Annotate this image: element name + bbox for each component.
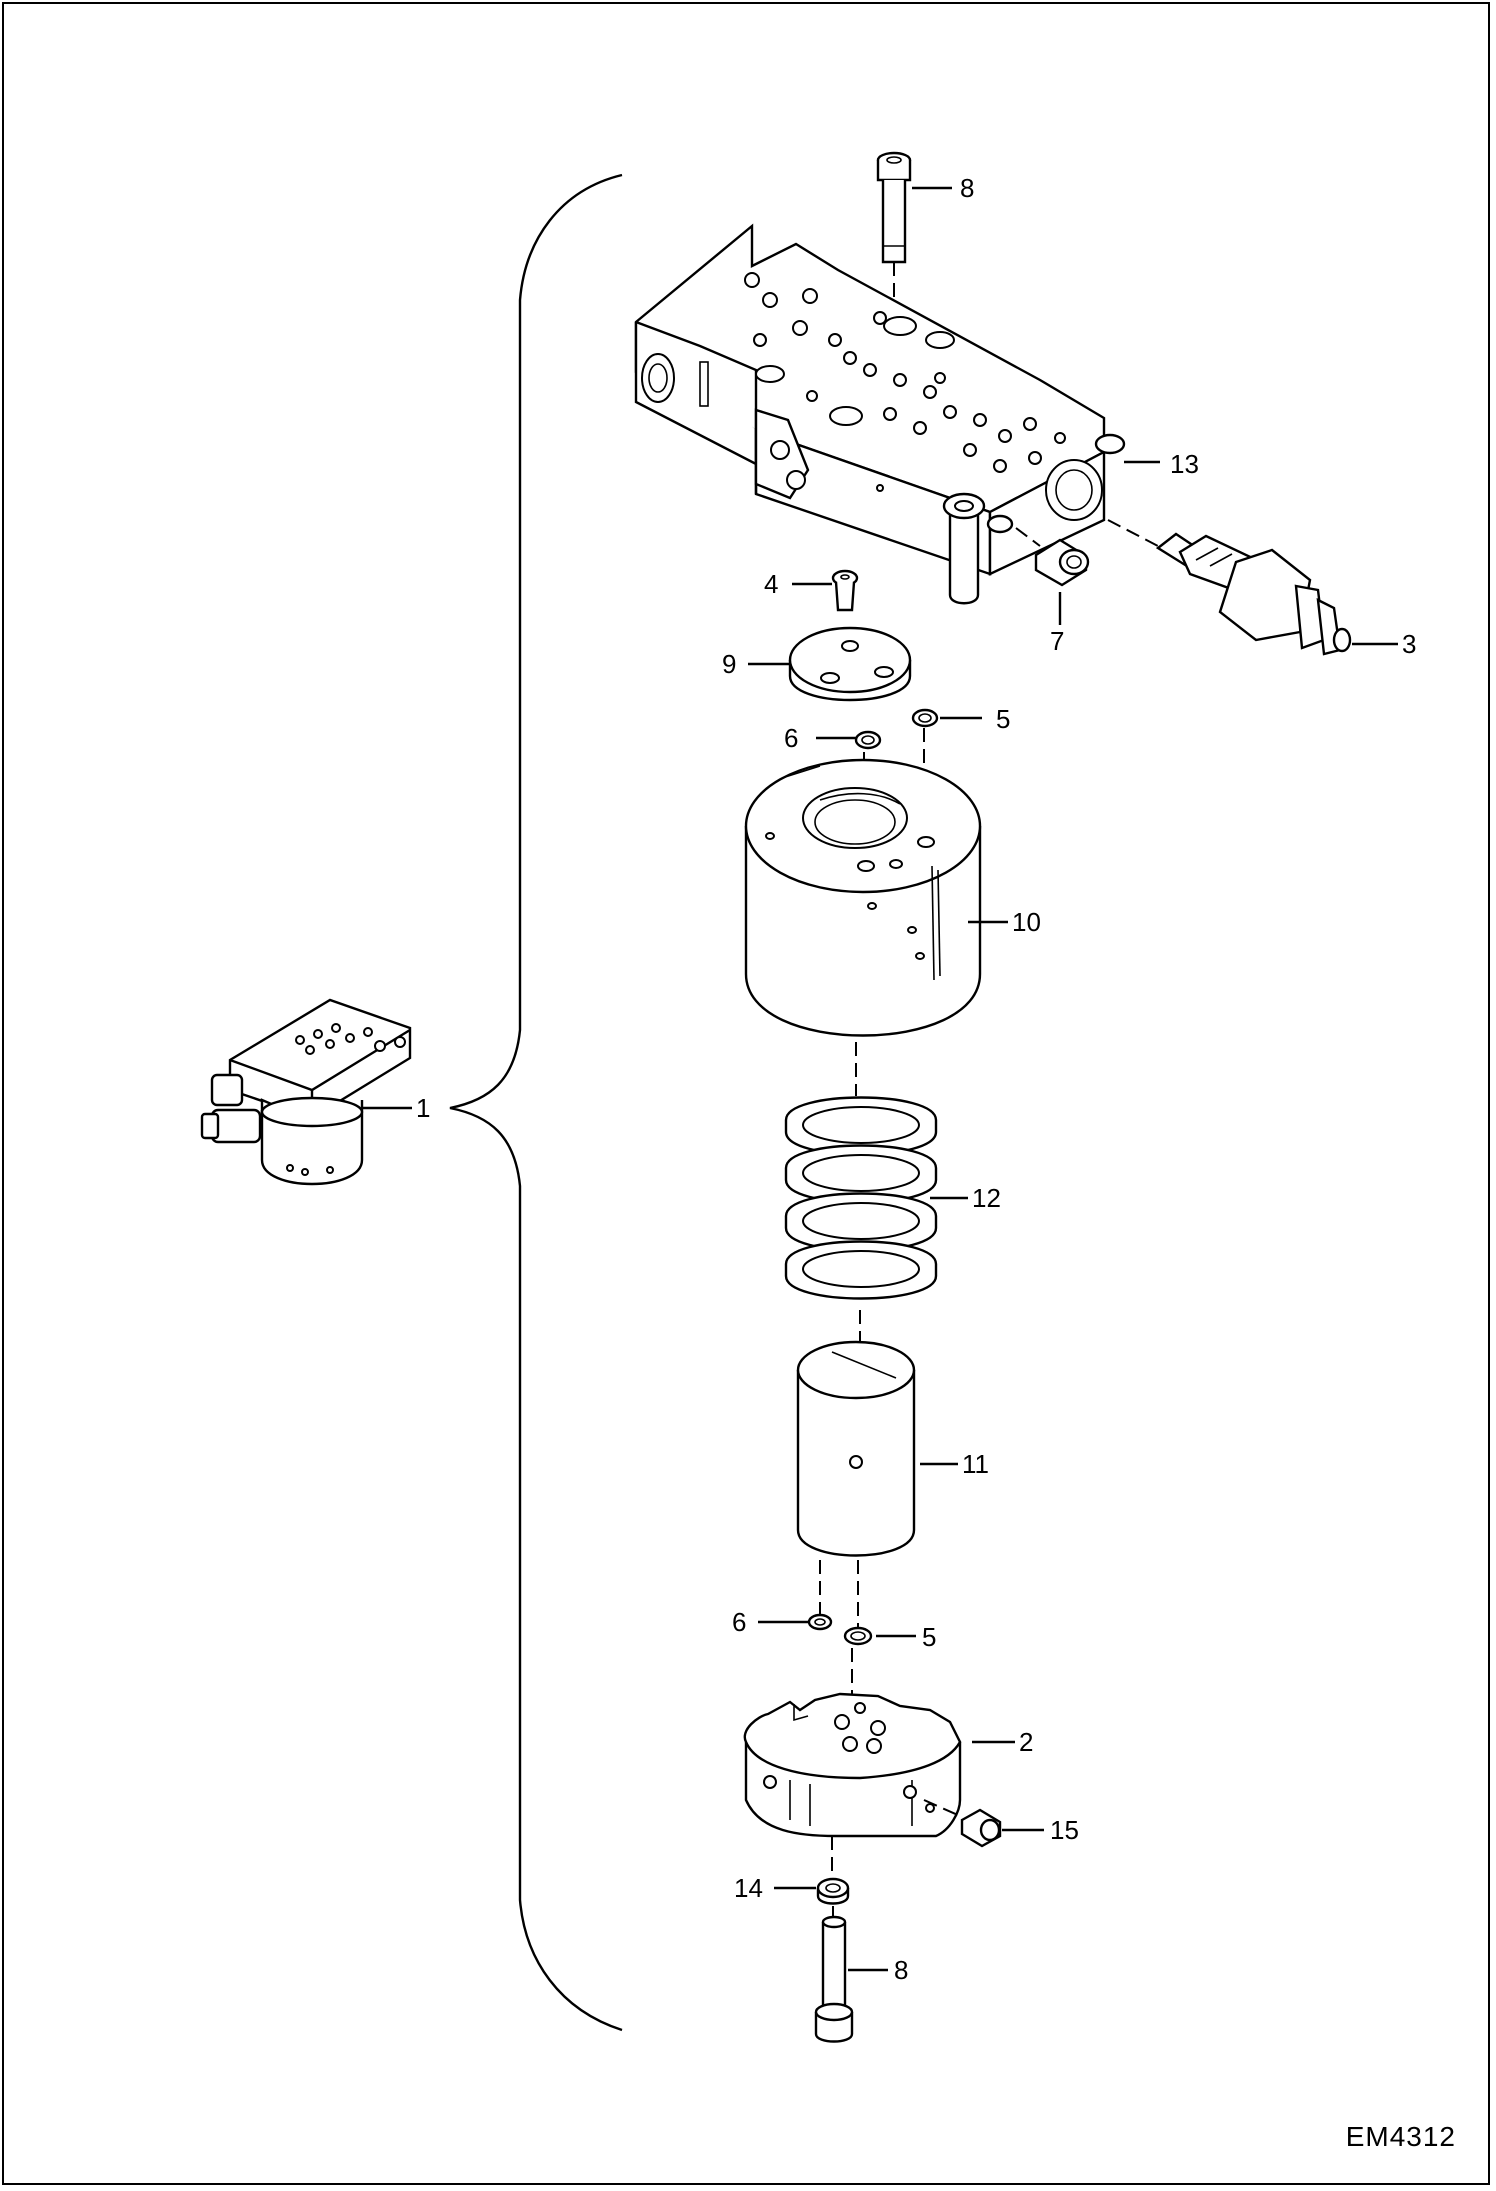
callout-2: 2 — [1019, 1727, 1033, 1757]
callout-8-upper: 8 — [960, 173, 974, 203]
callout-labels: 1 2 3 4 5 5 6 6 7 8 8 9 10 11 12 13 14 1… — [416, 173, 1416, 1985]
part-2-base-plate — [743, 1692, 962, 1838]
callout-7: 7 — [1050, 626, 1064, 656]
callout-14: 14 — [734, 1873, 763, 1903]
part-7-plug — [1034, 538, 1090, 587]
callout-13: 13 — [1170, 449, 1199, 479]
callout-12: 12 — [972, 1183, 1001, 1213]
part-9-plate — [788, 626, 912, 702]
part-8-cap-screw-top — [876, 151, 912, 264]
part-4-flat-screw — [831, 569, 859, 612]
part-12-spring-stack — [784, 1096, 938, 1300]
callout-5-lower: 5 — [922, 1622, 936, 1652]
part-10-housing — [744, 758, 982, 1037]
callout-10: 10 — [1012, 907, 1041, 937]
part-14-seal-washer — [816, 1877, 850, 1905]
callout-3: 3 — [1402, 629, 1416, 659]
callout-1: 1 — [416, 1093, 430, 1123]
figure-id-label: EM4312 — [1345, 2121, 1456, 2152]
part-6-seal-upper — [854, 730, 882, 750]
part-3-relief-cartridge — [1155, 532, 1352, 656]
part-13-valve-block — [634, 223, 1126, 605]
callout-15: 15 — [1050, 1815, 1079, 1845]
callout-5-upper: 5 — [996, 704, 1010, 734]
callout-9: 9 — [722, 649, 736, 679]
callout-8-lower: 8 — [894, 1955, 908, 1985]
part-15-dowel-pin — [960, 1808, 1002, 1848]
part-8-cap-screw-bottom — [814, 1915, 854, 2043]
part-5-seal-lower — [843, 1626, 873, 1646]
callout-11: 11 — [962, 1449, 989, 1479]
callout-leaders — [362, 186, 1398, 1972]
part-1-assembly — [200, 998, 412, 1186]
part-6-seal-lower — [807, 1613, 833, 1631]
part-5-seal-upper — [911, 708, 939, 728]
grouping-brace — [449, 173, 623, 2032]
callout-6-upper: 6 — [784, 723, 798, 753]
part-11-piston — [796, 1340, 916, 1557]
callout-6-lower: 6 — [732, 1607, 746, 1637]
callout-4: 4 — [764, 569, 778, 599]
